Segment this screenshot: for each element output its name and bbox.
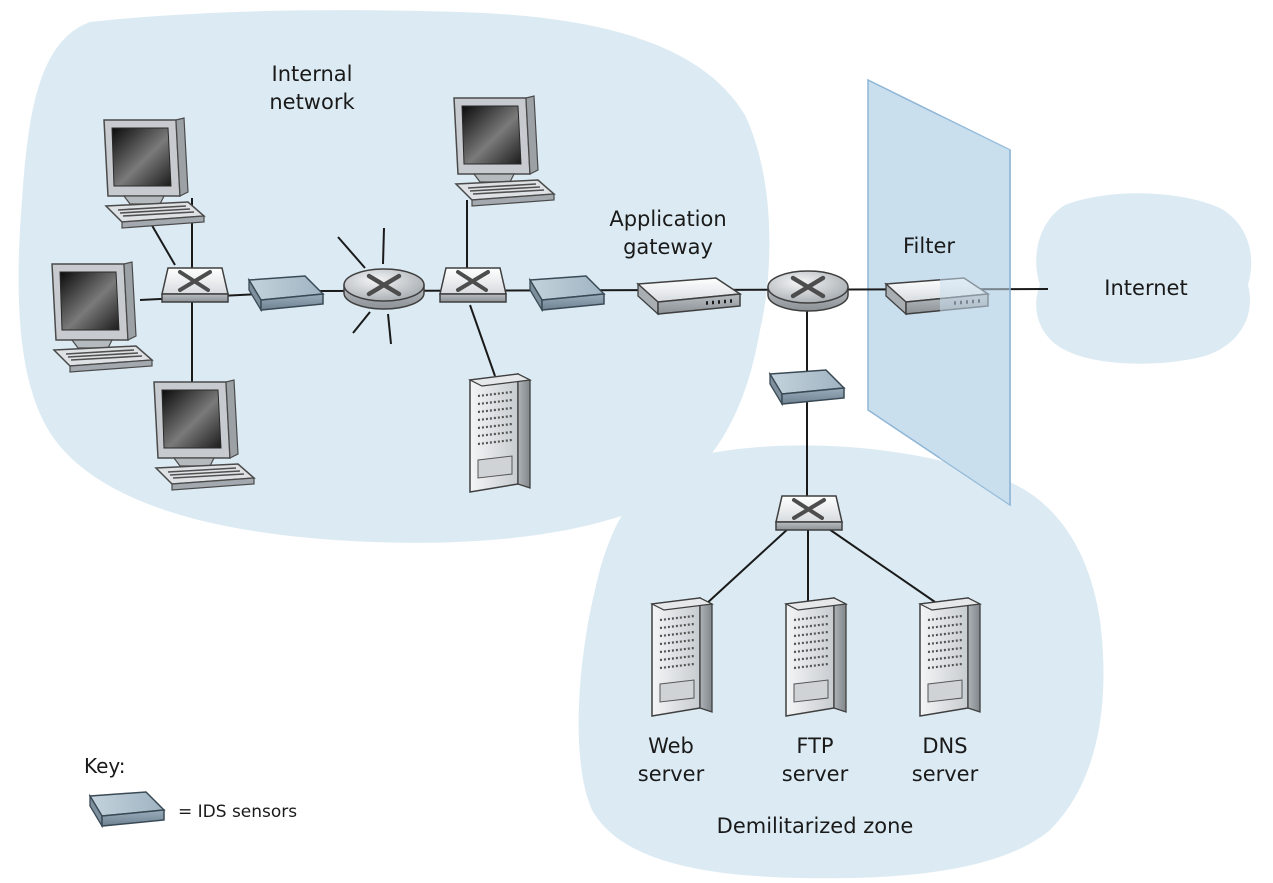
internal-network-label: Internal network bbox=[269, 62, 355, 114]
ftp-server-label: FTP server bbox=[781, 734, 849, 786]
internet-label: Internet bbox=[1104, 276, 1188, 300]
internet-cloud-region bbox=[1036, 193, 1252, 364]
switch-icon bbox=[774, 494, 844, 532]
switch-icon bbox=[160, 266, 230, 304]
key-ids-label: = IDS sensors bbox=[178, 802, 298, 822]
key-ids-sensor-icon bbox=[89, 791, 165, 827]
dmz-label: Demilitarized zone bbox=[716, 814, 914, 838]
filter-label: Filter bbox=[902, 234, 955, 258]
key-title: Key: bbox=[84, 754, 126, 778]
router-icon bbox=[344, 269, 424, 309]
application-gateway-label: Application gateway bbox=[609, 207, 727, 259]
web-server-icon bbox=[650, 596, 714, 718]
firewall-pane-front bbox=[940, 116, 1010, 505]
server-icon bbox=[468, 372, 532, 494]
web-server-label: Web server bbox=[637, 734, 705, 786]
router-icon bbox=[768, 271, 848, 311]
ids-sensor-icon bbox=[769, 369, 845, 405]
dns-server-icon bbox=[918, 596, 982, 718]
switch-icon bbox=[438, 266, 508, 304]
dns-server-label: DNS server bbox=[911, 734, 979, 786]
ftp-server-icon bbox=[784, 596, 848, 718]
